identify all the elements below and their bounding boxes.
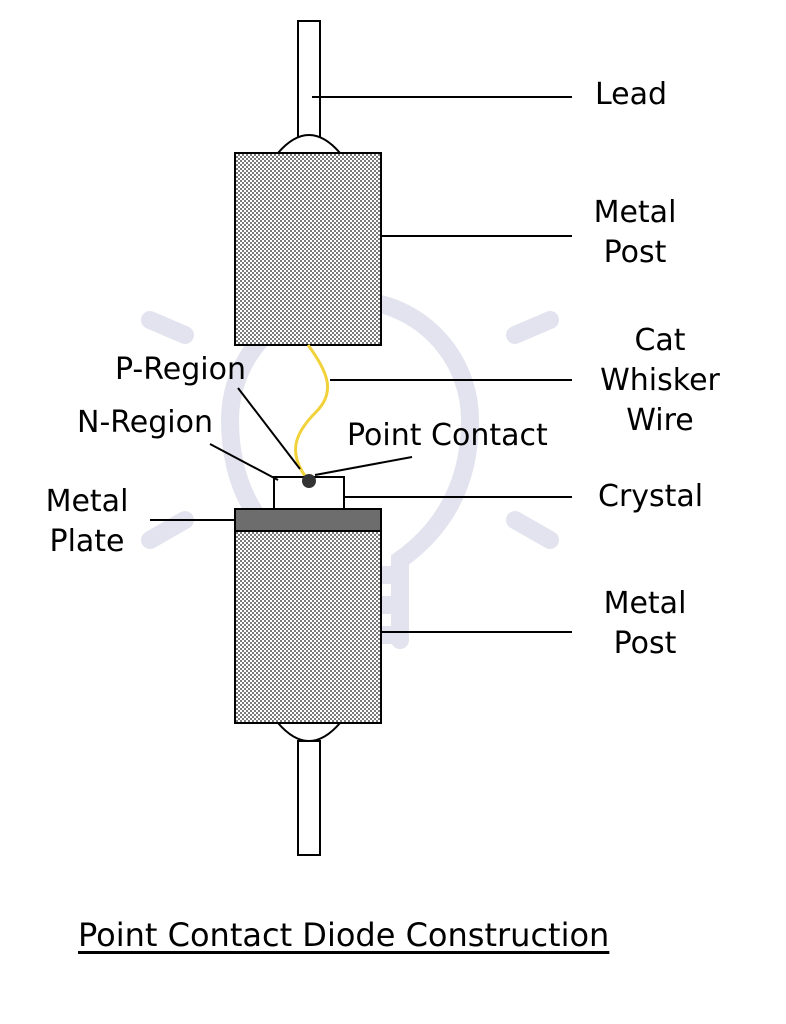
label-cat: Cat — [634, 323, 686, 358]
label-plate: Plate — [49, 524, 125, 559]
label-top-metal: Metal — [593, 195, 677, 230]
label-top-post: Post — [603, 235, 667, 270]
bottom-lead-wire — [297, 740, 321, 856]
label-lead: Lead — [595, 77, 668, 112]
bottom-metal-post — [234, 530, 382, 724]
label-bottom-metal: Metal — [603, 586, 687, 621]
cat-whisker-wire — [294, 344, 330, 481]
label-plate-metal: Metal — [45, 484, 129, 519]
label-n-region: N-Region — [77, 405, 213, 440]
point-contact-dot — [302, 474, 316, 488]
label-whisker: Whisker — [600, 363, 720, 398]
label-point-contact: Point Contact — [347, 418, 548, 453]
p-region-leader-line — [237, 387, 301, 470]
metal-plate — [234, 508, 382, 532]
label-crystal: Crystal — [598, 479, 704, 514]
label-wire: Wire — [626, 403, 694, 438]
diagram-caption: Point Contact Diode Construction — [78, 916, 610, 954]
top-solder-dome — [275, 134, 343, 154]
point-contact-leader-line — [314, 456, 413, 476]
n-region-leader-line — [209, 443, 279, 481]
top-metal-post — [234, 152, 382, 346]
bottom-solder-dome — [275, 722, 343, 742]
label-p-region: P-Region — [115, 352, 246, 387]
label-bottom-post: Post — [613, 626, 677, 661]
top-lead-wire — [297, 20, 321, 142]
